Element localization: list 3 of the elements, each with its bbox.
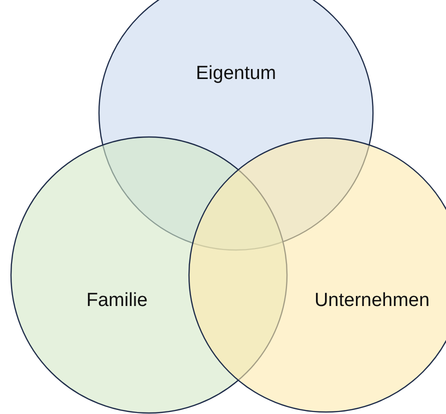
set-label: Familie <box>86 290 148 312</box>
set-label: Eigentum <box>196 63 276 85</box>
set-label: Unternehmen <box>314 290 430 312</box>
